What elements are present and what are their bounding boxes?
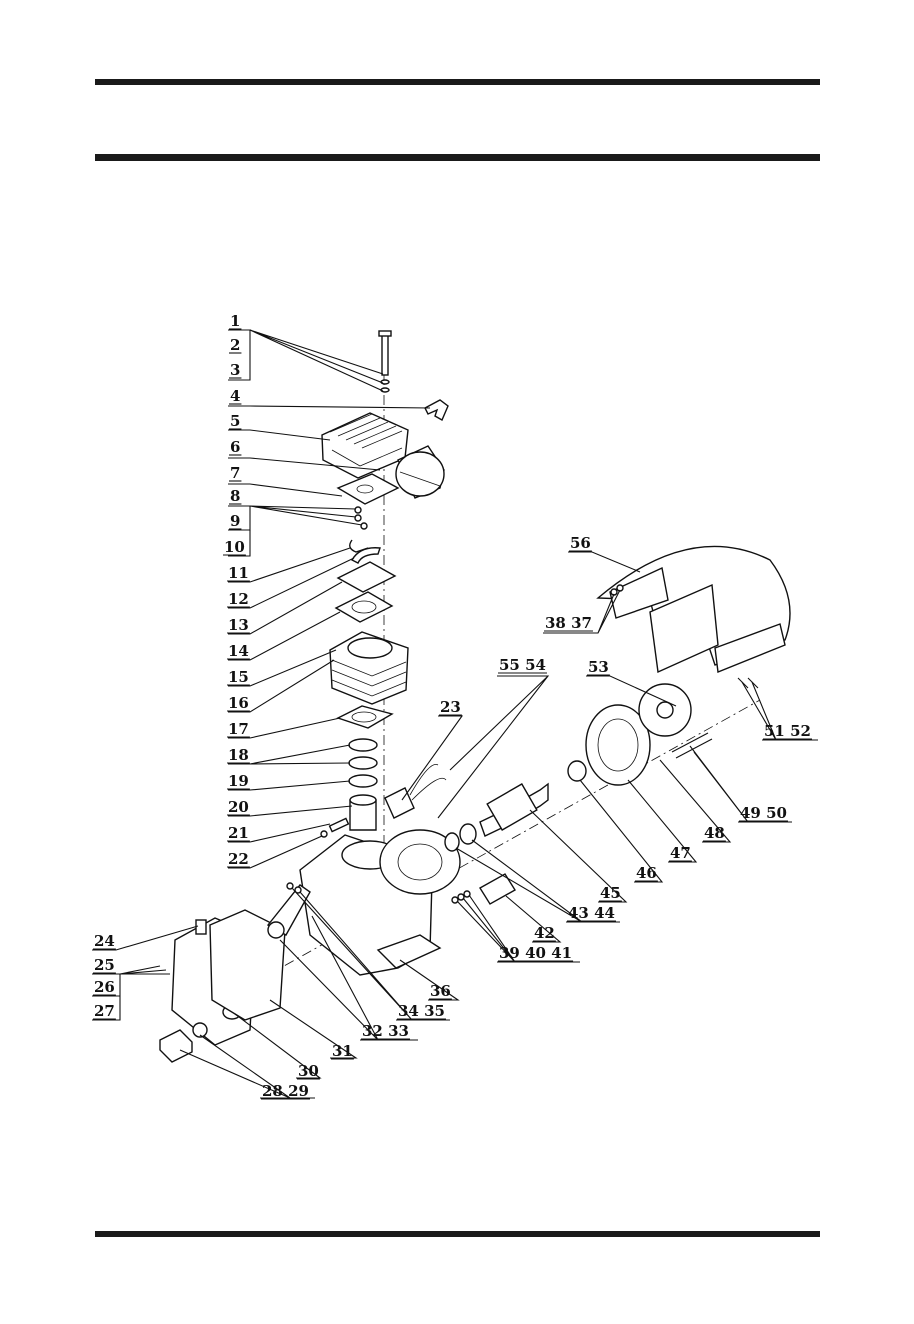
piston-20 (350, 795, 376, 830)
valve-plate-13 (338, 562, 395, 592)
through-bolt-50 (676, 739, 712, 758)
rotor-45 (480, 784, 548, 836)
part-label: 46 (636, 864, 657, 882)
part-label: 7 (230, 464, 240, 482)
washer-2 (381, 380, 389, 384)
part-label: 26 (94, 978, 115, 996)
part-label: 53 (588, 658, 609, 676)
part-9 (355, 515, 361, 521)
fan-53 (639, 684, 691, 736)
part-label: 5 (230, 412, 240, 430)
part-label: 51 52 (764, 722, 811, 740)
bolt-39 (452, 897, 458, 903)
part-label: 23 (440, 698, 461, 716)
part-label: 3 (230, 361, 240, 379)
part-label: 21 (228, 824, 249, 842)
part-label: 19 (228, 772, 249, 790)
part-8 (355, 507, 361, 513)
washer-3 (381, 388, 389, 392)
washer-46 (568, 761, 586, 781)
part-label: 55 54 (499, 656, 546, 674)
head-bolt (379, 331, 391, 375)
ring-18a (349, 739, 377, 751)
wrist-pin-21 (330, 818, 349, 831)
part-label: 15 (228, 668, 249, 686)
oil-plug (160, 1023, 207, 1062)
part-label: 2 (230, 336, 240, 354)
part-label: 18 (228, 746, 249, 764)
part-label: 11 (228, 564, 249, 582)
part-10 (361, 523, 367, 529)
part-label: 47 (670, 844, 691, 862)
part-label: 10 (224, 538, 245, 556)
part-label: 39 40 41 (499, 944, 572, 962)
part-label: 13 (228, 616, 249, 634)
part-label: 1 (230, 312, 240, 330)
part-label: 6 (230, 438, 240, 456)
part-label: 25 (94, 956, 115, 974)
ring-19 (349, 775, 377, 787)
part-label: 34 35 (398, 1002, 445, 1020)
part-label: 32 33 (362, 1022, 409, 1040)
part-label: 12 (228, 590, 249, 608)
part-label: 22 (228, 850, 249, 868)
part-label: 48 (704, 824, 725, 842)
cylinder-15 (330, 632, 408, 704)
fan-shroud-56 (598, 546, 790, 672)
part-label: 31 (332, 1042, 353, 1060)
part-label: 28 29 (262, 1082, 309, 1100)
part-label: 56 (570, 534, 591, 552)
part-label: 8 (230, 487, 240, 505)
part-label: 43 44 (568, 904, 615, 922)
part-label: 49 50 (740, 804, 787, 822)
through-bolt-49 (672, 733, 708, 752)
part-label: 36 (430, 982, 451, 1000)
elbow-fitting (425, 400, 448, 420)
part-label: 42 (534, 924, 555, 942)
capacitor-23 (385, 764, 446, 818)
part-label: 9 (230, 512, 240, 530)
part-label: 14 (228, 642, 249, 660)
part-label: 27 (94, 1002, 115, 1020)
ring-18b (349, 757, 377, 769)
part-label: 4 (230, 387, 240, 405)
part-label: 45 (600, 884, 621, 902)
bolt-40 (458, 894, 464, 900)
part-label: 24 (94, 932, 115, 950)
gasket-7 (338, 474, 398, 504)
part-label: 16 (228, 694, 249, 712)
connecting-rod (268, 885, 310, 938)
part-label: 17 (228, 720, 249, 738)
part-label: 30 (298, 1062, 319, 1080)
part-label: 20 (228, 798, 249, 816)
part-label: 38 37 (545, 614, 592, 632)
